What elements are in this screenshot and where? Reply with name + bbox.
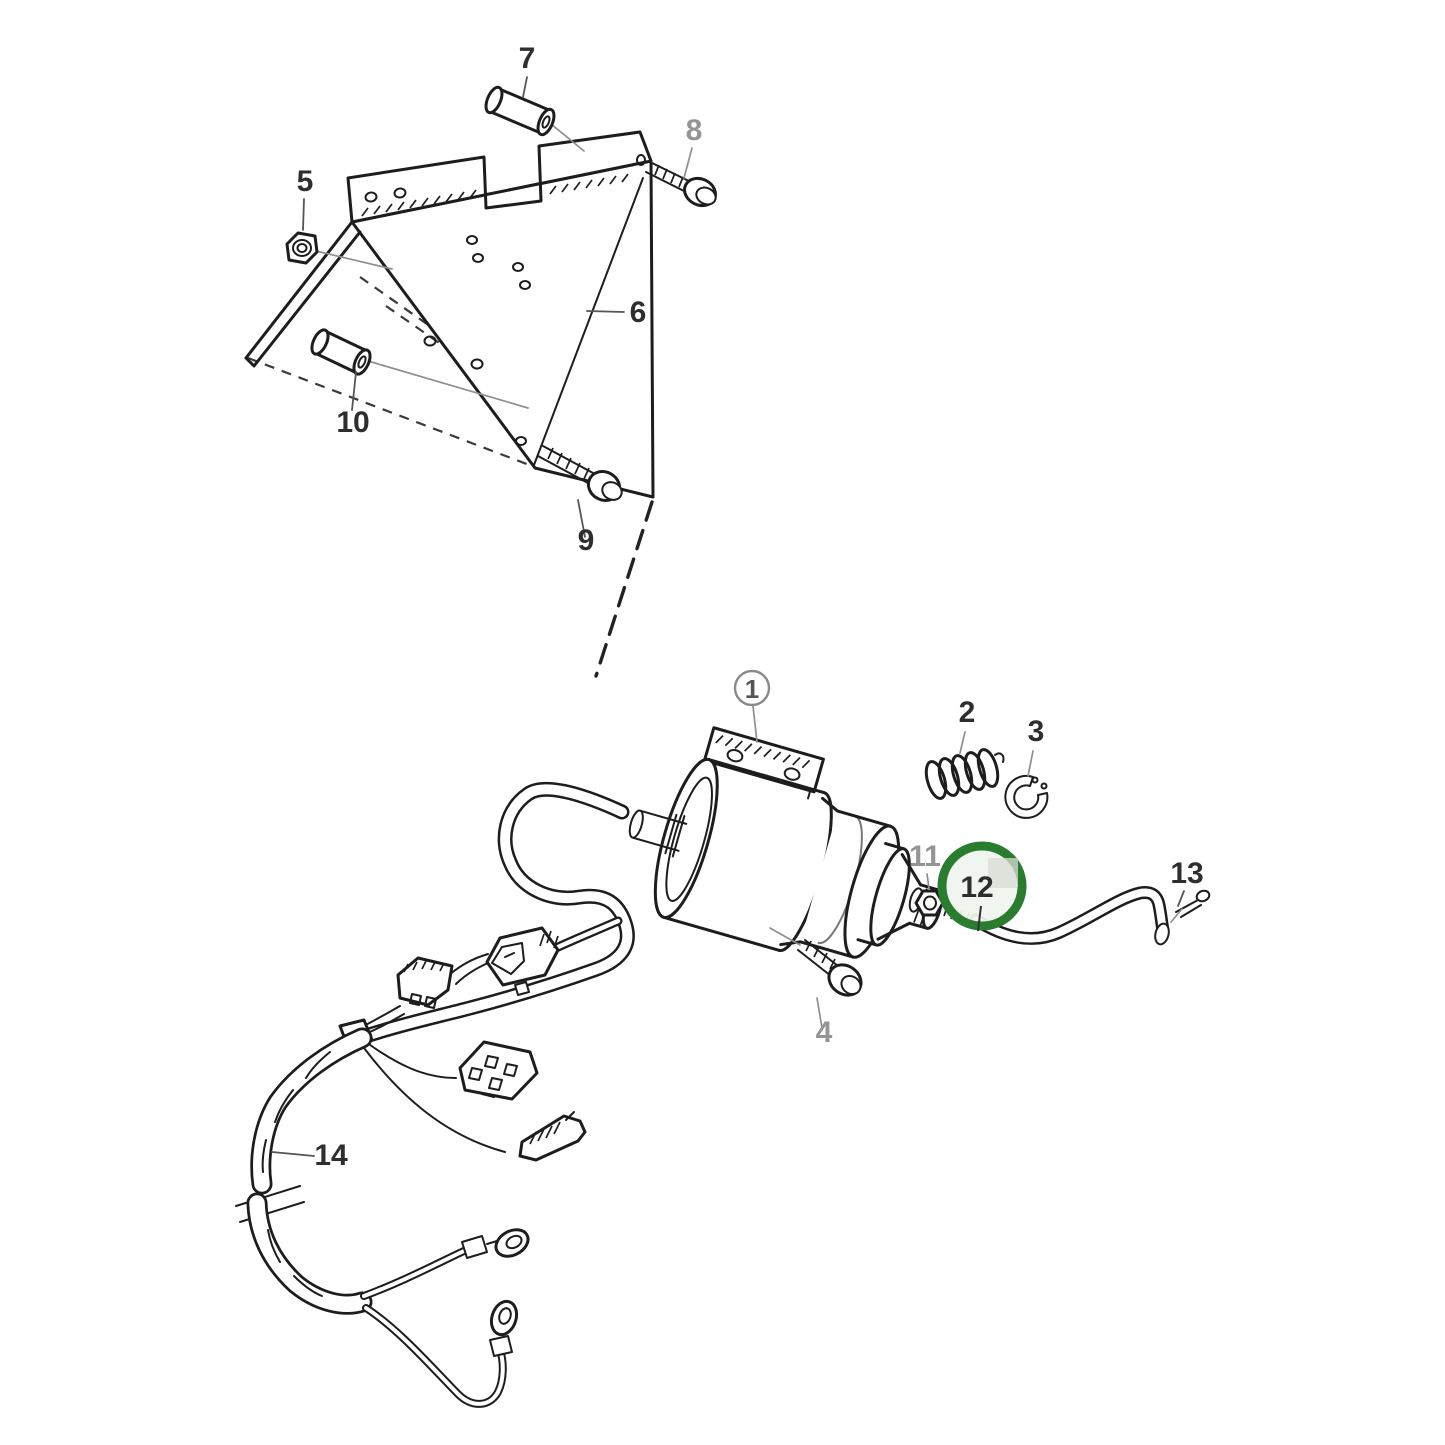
callout-13-label[interactable]: 13 xyxy=(1170,857,1203,890)
callout-12-highlight[interactable]: 12 xyxy=(937,841,1027,932)
bolt-8 xyxy=(645,161,717,208)
spacer7-locating-line xyxy=(550,123,585,152)
bolt8-threads xyxy=(654,164,692,192)
callout-11-label[interactable]: 11 xyxy=(909,840,941,873)
callout-11[interactable]: 11 xyxy=(909,840,941,889)
spacer-7 xyxy=(484,85,556,137)
callout-14-label[interactable]: 14 xyxy=(314,1139,348,1172)
pump-strap xyxy=(702,726,825,794)
callout-14[interactable]: 14 xyxy=(271,1139,348,1172)
bolt4-threads xyxy=(805,940,836,970)
callout-1-circle xyxy=(733,669,771,707)
callout-7-label[interactable]: 7 xyxy=(519,42,536,75)
callout-8-label[interactable]: 8 xyxy=(686,114,703,147)
bracket-top-band xyxy=(346,130,653,224)
callout-5[interactable]: 5 xyxy=(297,165,314,231)
ring-terminal-2 xyxy=(489,1299,519,1357)
flange-nut-5 xyxy=(285,231,319,265)
callout-10-label[interactable]: 10 xyxy=(336,406,369,439)
spacer-10 xyxy=(310,328,372,376)
callout-8[interactable]: 8 xyxy=(683,114,703,179)
connector-a xyxy=(485,916,623,996)
callout-1-label[interactable]: 1 xyxy=(745,674,759,704)
bracket-flange xyxy=(244,220,362,368)
callout-6[interactable]: 6 xyxy=(586,296,647,329)
wire-to-connector-c xyxy=(365,1041,457,1079)
bolt-4 xyxy=(797,939,863,997)
callout-4[interactable]: 4 xyxy=(816,997,833,1049)
inlet-hose xyxy=(358,781,635,1044)
callout-6-label[interactable]: 6 xyxy=(630,296,647,329)
spacer10-locating-line xyxy=(367,360,529,409)
callout-5-label[interactable]: 5 xyxy=(297,165,314,198)
callouts: 1 2 3 4 5 6 7 xyxy=(271,42,1204,1172)
callout-9-label[interactable]: 9 xyxy=(578,524,595,557)
connector-c xyxy=(458,1040,539,1101)
callout-13[interactable]: 13 xyxy=(1170,857,1204,907)
fitting-nut-11 xyxy=(908,887,945,917)
loom-texture xyxy=(261,1051,331,1297)
callout-3[interactable]: 3 xyxy=(1027,715,1045,777)
wiring-harness xyxy=(235,916,623,1408)
pump-strap-hatching xyxy=(715,734,811,769)
bracket-holes xyxy=(364,154,646,446)
callout-3-label[interactable]: 3 xyxy=(1028,715,1045,748)
callout-12-label[interactable]: 12 xyxy=(960,871,993,904)
spade-terminal xyxy=(518,1111,587,1162)
bolt-9 xyxy=(537,445,623,502)
spring-2 xyxy=(924,748,1005,800)
circlip-3 xyxy=(1004,774,1049,819)
callout-10[interactable]: 10 xyxy=(336,371,370,439)
ring-terminal-1 xyxy=(461,1228,530,1259)
callout-2[interactable]: 2 xyxy=(959,696,976,754)
bracket-bend-line xyxy=(533,177,644,466)
loom-break-marks xyxy=(235,1185,305,1223)
cotter-pin-13 xyxy=(1170,889,1211,923)
bolt9-threads xyxy=(547,447,590,480)
callout-7[interactable]: 7 xyxy=(519,42,536,98)
bracket-hatching xyxy=(361,173,629,217)
callout-4-label[interactable]: 4 xyxy=(816,1016,833,1049)
nut5-locating-line xyxy=(315,250,393,270)
callout-9[interactable]: 9 xyxy=(577,499,595,557)
callout-2-label[interactable]: 2 xyxy=(959,696,976,729)
highlight-patch xyxy=(988,858,1018,888)
callout-12-leader xyxy=(977,905,982,932)
fuel-pipe-12 xyxy=(943,886,1170,946)
alignment-dashed-line xyxy=(594,500,654,678)
wire-wisps xyxy=(449,953,491,985)
connector-b xyxy=(396,956,454,1009)
bolt4-locating-line xyxy=(769,927,801,946)
callout-1[interactable]: 1 xyxy=(733,669,771,743)
mounting-bracket xyxy=(244,123,655,499)
bracket-hidden-edge xyxy=(247,356,533,468)
connector-a-boot xyxy=(539,930,559,949)
wire-to-spade xyxy=(363,1047,506,1153)
